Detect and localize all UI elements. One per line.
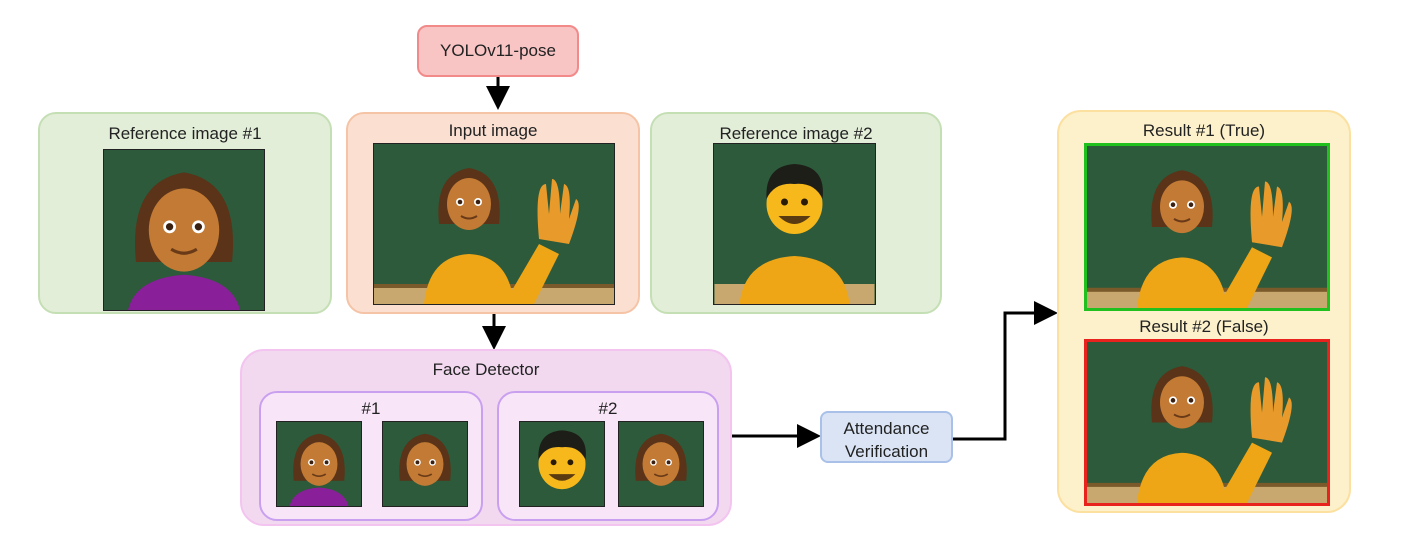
result-1-image bbox=[1084, 143, 1330, 311]
reference-image-1-title: Reference image #1 bbox=[108, 124, 262, 143]
face-crop-input-1 bbox=[382, 421, 468, 507]
input-image-panel: Input image bbox=[346, 112, 640, 314]
reference-image-1-panel: Reference image #1 bbox=[38, 112, 332, 314]
result-1-title: Result #1 (True) bbox=[1142, 121, 1266, 140]
face-group-1-label: #1 bbox=[361, 399, 381, 418]
input-image-title: Input image bbox=[448, 121, 538, 140]
result-2-image bbox=[1084, 339, 1330, 506]
arrow-verification-to-results bbox=[953, 301, 1058, 441]
yolo-pose-box: YOLOv11-pose bbox=[417, 25, 579, 77]
attendance-label-line2: Verification bbox=[844, 442, 929, 461]
face-crop-reference-2 bbox=[519, 421, 605, 507]
attendance-label-line1: Attendance bbox=[843, 419, 930, 438]
reference-image-1 bbox=[103, 149, 265, 311]
face-group-2: #2 bbox=[497, 391, 719, 521]
face-detector-title: Face Detector bbox=[432, 360, 540, 379]
face-group-1: #1 bbox=[259, 391, 483, 521]
reference-image-2-panel: Reference image #2 bbox=[650, 112, 942, 314]
face-crop-reference-1 bbox=[276, 421, 362, 507]
face-crop-input-2 bbox=[618, 421, 704, 507]
face-group-2-label: #2 bbox=[598, 399, 618, 418]
results-panel: Result #1 (True) Result #2 (False) bbox=[1057, 110, 1351, 513]
reference-image-2 bbox=[713, 143, 876, 305]
result-2-title: Result #2 (False) bbox=[1139, 317, 1269, 336]
input-image bbox=[373, 143, 615, 305]
reference-image-2-title: Reference image #2 bbox=[719, 124, 873, 143]
yolo-label: YOLOv11-pose bbox=[440, 41, 556, 60]
face-detector-panel: Face Detector #1 #2 bbox=[240, 349, 732, 526]
